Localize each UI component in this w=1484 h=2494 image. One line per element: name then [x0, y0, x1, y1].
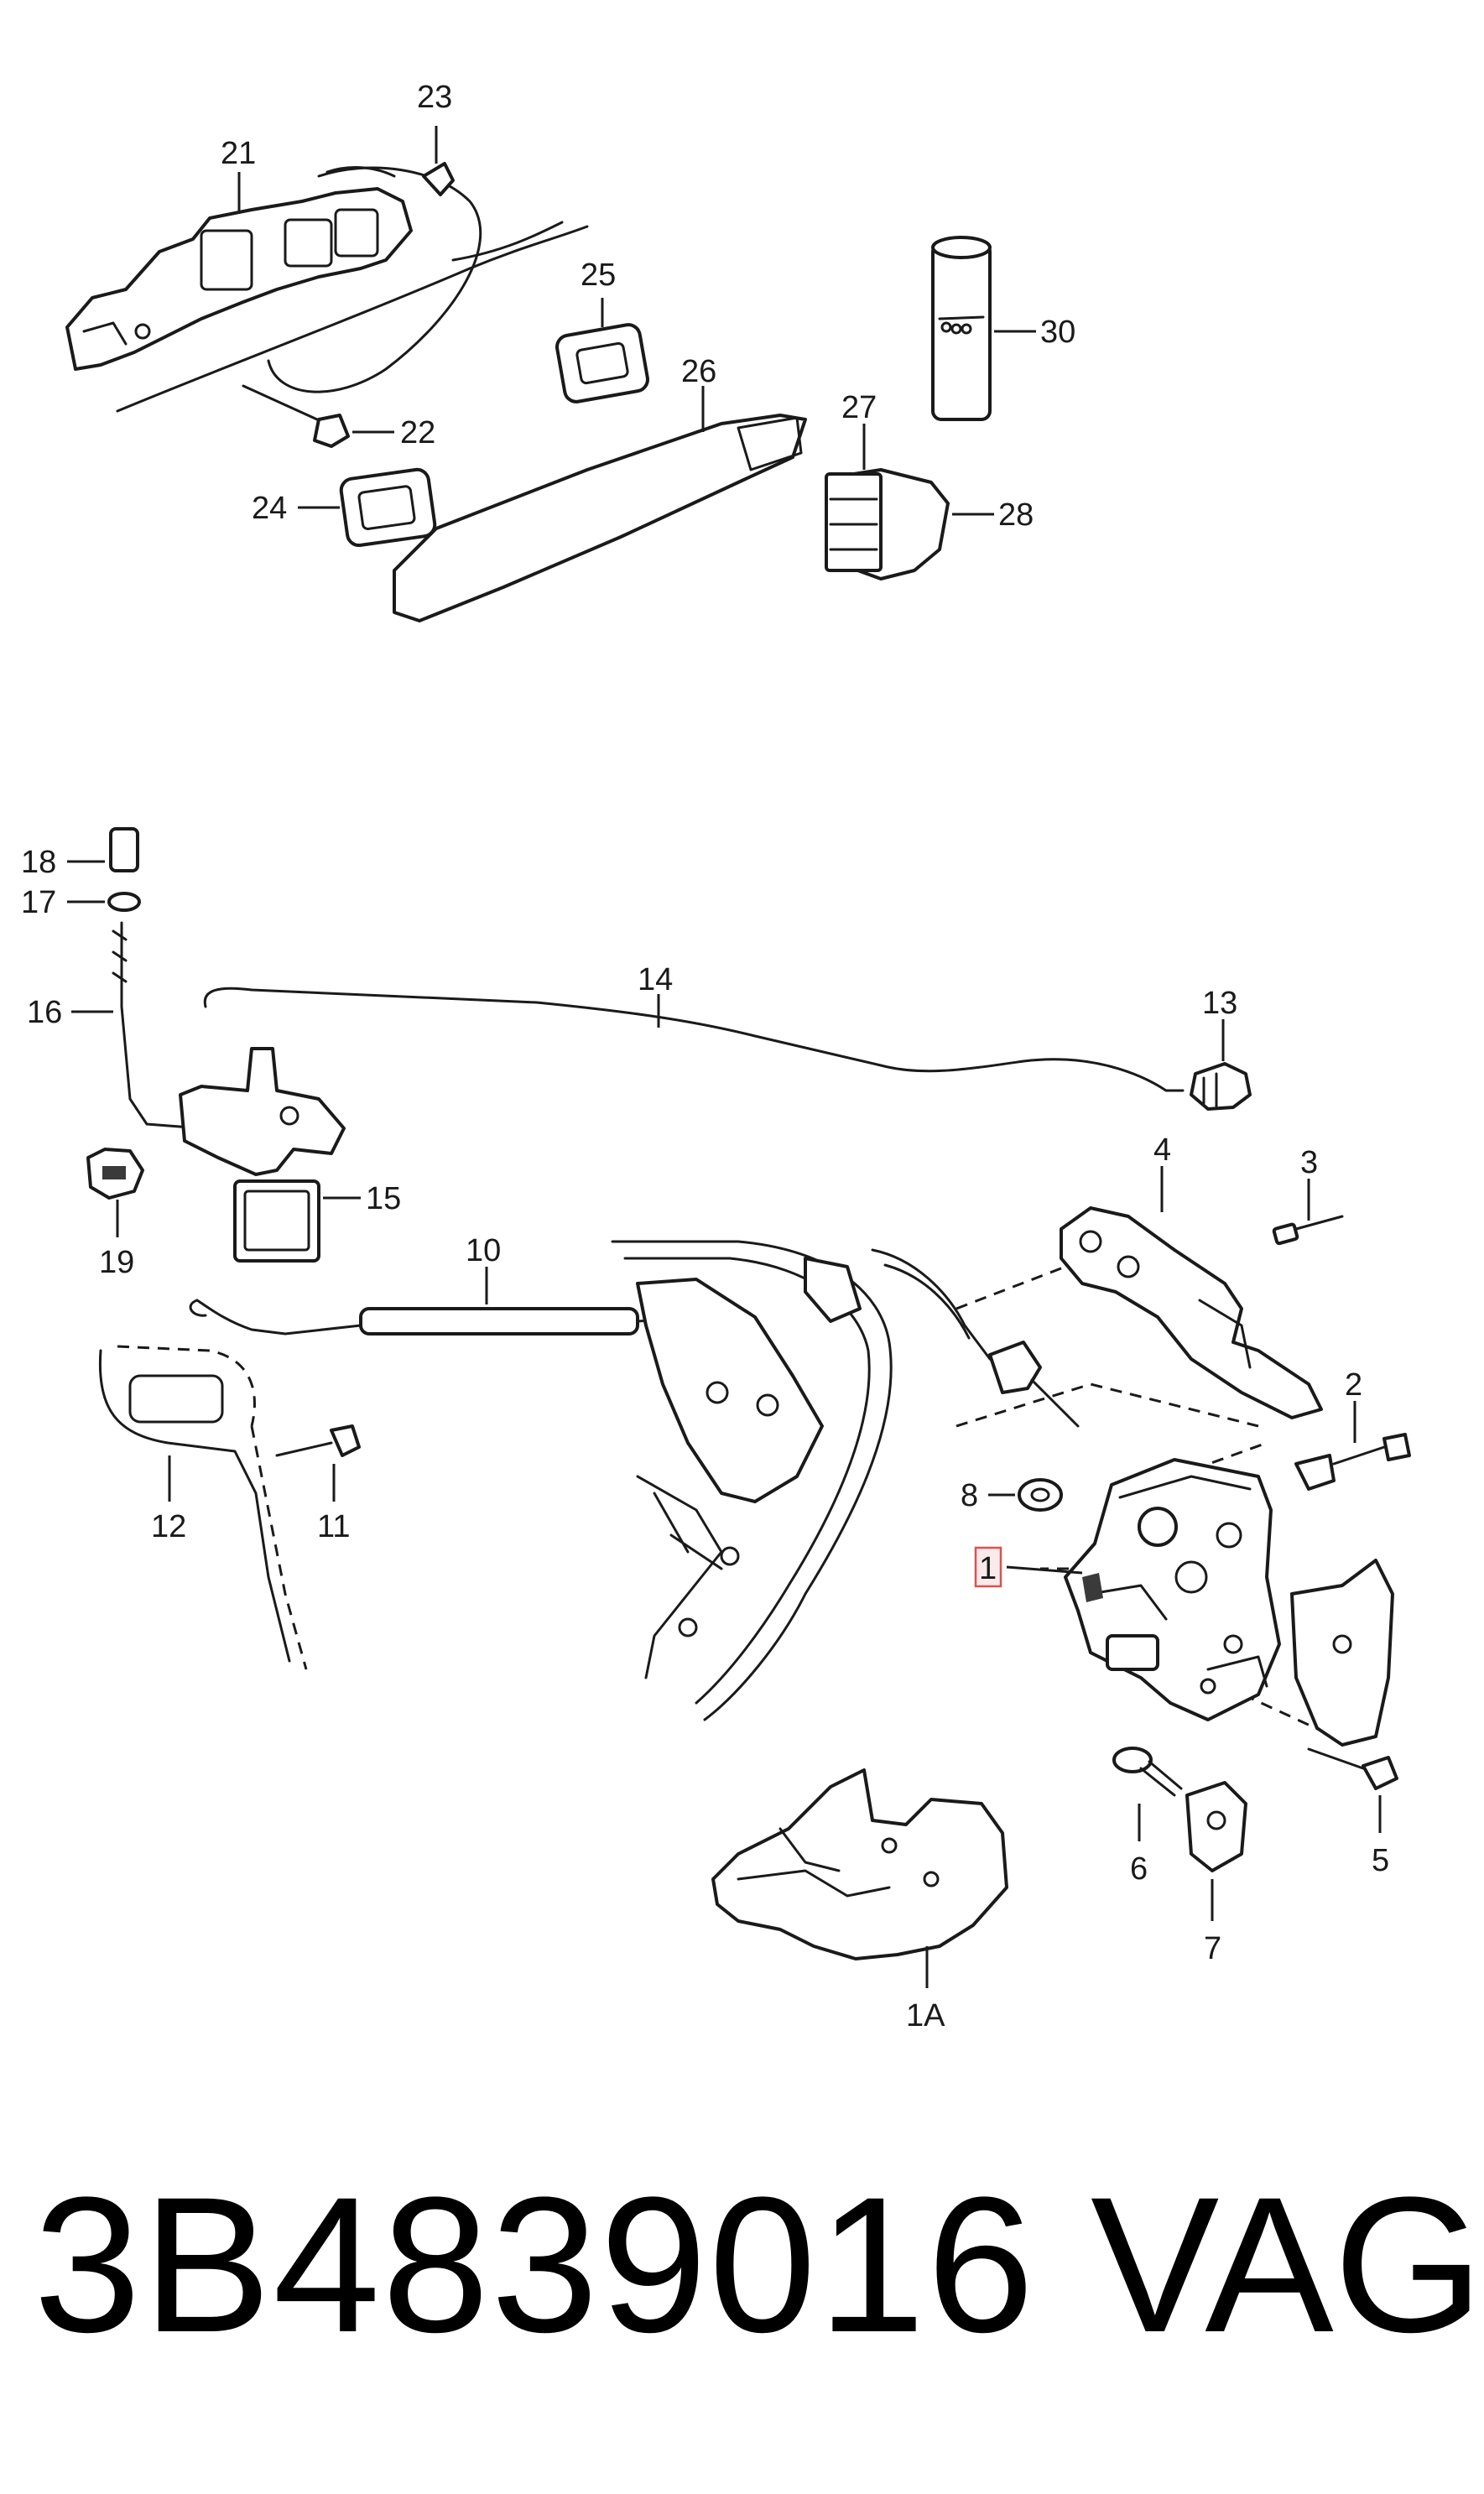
callout-28: 28 [998, 497, 1034, 533]
lock-cover-1a [711, 1768, 1008, 1988]
callout-24: 24 [252, 491, 287, 526]
callout-3: 3 [1300, 1145, 1318, 1180]
lock-cap-27-28 [825, 424, 994, 581]
lock-cylinder-30 [931, 236, 1036, 421]
bolt-6 [1112, 1747, 1183, 1841]
callout-1: 1 [979, 1551, 997, 1586]
callout-18: 18 [21, 845, 56, 880]
callout-14: 14 [638, 962, 673, 997]
rod-14 [203, 987, 1185, 1092]
gasket-24 [298, 467, 437, 548]
callout-16: 16 [27, 995, 62, 1030]
callout-1-highlight [974, 1546, 1002, 1588]
screw-5 [1307, 1747, 1398, 1833]
callout-25: 25 [581, 258, 616, 293]
striker-7 [1185, 1781, 1247, 1921]
callout-26: 26 [681, 354, 716, 389]
callout-23: 23 [417, 80, 452, 115]
door-skin-outline [116, 166, 589, 413]
assembly-guide-lines [955, 1265, 1335, 1738]
inner-door-frame [611, 1240, 893, 1721]
callout-7: 7 [1204, 1931, 1221, 1966]
callout-4: 4 [1153, 1132, 1171, 1168]
rod-16 [71, 921, 203, 1130]
pin-3 [1272, 1179, 1344, 1246]
callout-21: 21 [221, 136, 256, 171]
washer-8 [988, 1478, 1063, 1512]
callout-8: 8 [961, 1478, 978, 1513]
callout-13: 13 [1202, 986, 1237, 1021]
callout-22: 22 [400, 415, 435, 450]
cable-10 [189, 1267, 715, 1337]
outer-handle-26 [393, 386, 807, 622]
door-lock-1 [1006, 1458, 1281, 1721]
bowden-cable [871, 1248, 1080, 1428]
clip-19 [86, 1148, 144, 1237]
callout-5: 5 [1372, 1843, 1389, 1878]
callout-15: 15 [366, 1181, 401, 1216]
callout-30: 30 [1040, 315, 1075, 350]
trim-12 [98, 1345, 308, 1670]
bracket-plate-4 [1060, 1166, 1323, 1419]
screw-2 [1294, 1401, 1411, 1491]
callout-12: 12 [151, 1509, 186, 1544]
callout-1a: 1A [906, 1998, 945, 2033]
gasket-25 [555, 298, 649, 404]
callout-11: 11 [317, 1509, 350, 1544]
handle-carrier-21 [65, 187, 413, 371]
callout-17: 17 [21, 885, 56, 920]
washer-17 [67, 892, 141, 912]
brand-name: VAG [1091, 2157, 1484, 2372]
callout-2: 2 [1345, 1367, 1362, 1403]
cap-23 [422, 126, 455, 196]
callout-6: 6 [1130, 1851, 1148, 1887]
part-number: 3B4839016 [34, 2157, 1036, 2372]
bolt-18 [67, 827, 139, 872]
screw-11 [275, 1424, 361, 1502]
callout-27: 27 [841, 390, 877, 425]
grommet-13 [1190, 1019, 1252, 1111]
callout-19: 19 [99, 1245, 134, 1280]
callout-10: 10 [466, 1233, 501, 1268]
door-edge-panel [1290, 1559, 1394, 1747]
callout-labels: 21 23 25 30 26 27 22 24 28 18 17 16 14 1… [21, 80, 1389, 2033]
bracket-15 [179, 1047, 361, 1263]
screw-22 [242, 384, 394, 448]
